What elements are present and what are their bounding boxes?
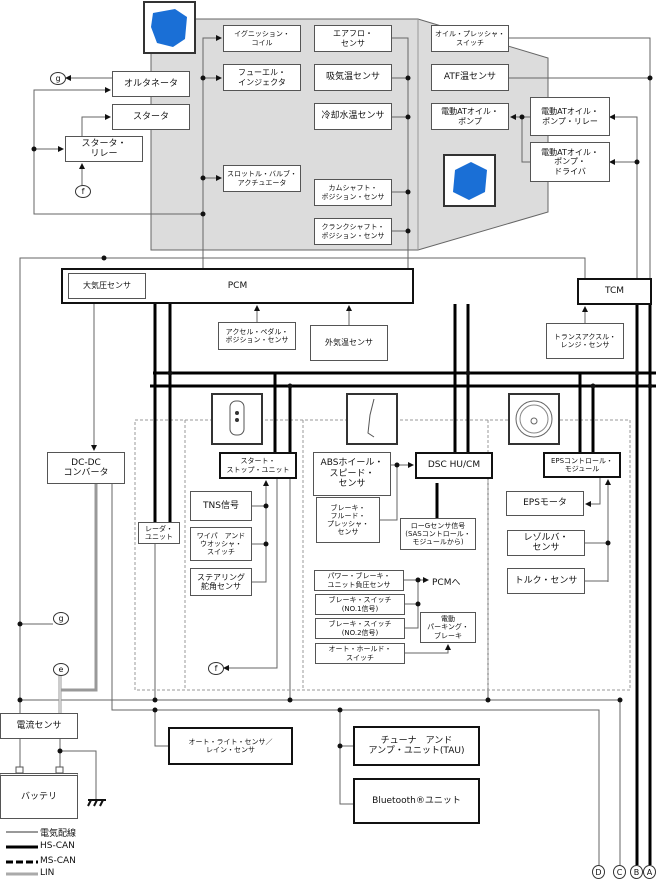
connector-c: C: [613, 865, 626, 879]
engine-area: [150, 18, 549, 251]
electric-parking-brake: 電動 パーキング・ ブレーキ: [420, 612, 476, 643]
auto-hold-switch: オート・ホールド・ スイッチ: [315, 643, 405, 664]
wiper-switch: ワイパ アンド ウオッシャ・ スイッチ: [190, 527, 252, 561]
legend-hs-can: HS-CAN: [40, 841, 75, 851]
intake-temp-sensor: 吸気温センサ: [314, 64, 392, 91]
pcm-label: PCM: [227, 280, 248, 291]
steering-wheel-image: [508, 393, 560, 445]
dsc-hu-cm: DSC HU/CM: [415, 452, 493, 479]
engine-image: [143, 1, 196, 54]
bluetooth-unit: Bluetooth®ユニット: [353, 778, 480, 824]
starter-relay: スタータ・ リレー: [65, 136, 143, 162]
tau-unit: チューナ アンド アンプ・ユニット(TAU): [353, 726, 480, 766]
connector-b: B: [630, 865, 643, 879]
radar-unit: レーダ・ ユニット: [138, 522, 180, 544]
connector-e: e: [53, 663, 69, 676]
electric-oil-pump: 電動ATオイル・ ポンプ: [431, 103, 509, 130]
transmission-image: [443, 154, 496, 207]
brake-switch-1: ブレーキ・スイッチ (NO.1信号): [315, 594, 405, 615]
hs-can-bus: [150, 304, 656, 865]
start-stop-unit: スタート・ ストップ・ユニット: [219, 452, 297, 479]
crankshaft-sensor: クランクシャフト・ ポジション・センサ: [314, 218, 392, 245]
atf-temp-sensor: ATF温センサ: [431, 64, 509, 91]
starter: スタータ: [112, 104, 190, 130]
oil-pump-relay: 電動ATオイル・ ポンプ・リレー: [530, 97, 610, 136]
brake-pedal-image: [346, 393, 398, 445]
brake-switch-2: ブレーキ・スイッチ (NO.2信号): [315, 618, 405, 639]
connector-f: f: [75, 185, 91, 198]
to-pcm-label: PCMへ: [432, 578, 461, 588]
connector-d: D: [592, 865, 605, 879]
oil-pressure-switch: オイル・プレッシャ・ スイッチ: [431, 25, 509, 52]
eps-control-module: EPSコントロール・ モジュール: [543, 452, 621, 478]
camshaft-sensor: カムシャフト・ ポジション・センサ: [314, 179, 392, 206]
oil-pump-driver: 電動ATオイル・ ポンプ・ ドライバ: [530, 142, 610, 182]
brake-fluid-sensor: ブレーキ・ フルード・ プレッシャ・ センサ: [316, 497, 380, 543]
smart-key-image: [211, 393, 263, 445]
transaxle-range-sensor: トランスアクスル・ レンジ・センサ: [546, 323, 624, 359]
legend-wire: 電気配線: [40, 829, 77, 839]
fuel-injector: フューエル・ インジェクタ: [223, 64, 301, 91]
airflow-sensor: エアフロ・ センサ: [314, 25, 392, 52]
accel-pedal-sensor: アクセル・ペダル・ ポジション・センサ: [218, 322, 296, 350]
throttle-actuator: スロットル・バルブ・ アクチュエータ: [223, 165, 301, 192]
abs-wheel-speed-sensor: ABSホイール・ スピード・ センサ: [313, 452, 391, 496]
ignition-coil: イグニッション・ コイル: [223, 25, 301, 52]
tcm: TCM: [577, 278, 652, 305]
baro-sensor: 大気圧センサ: [68, 273, 146, 299]
resolver-sensor: レゾルバ・ センサ: [507, 530, 585, 556]
junction-dots: [17, 75, 653, 754]
auto-light-rain-sensor: オート・ライト・センサ／ レイン・センサ: [168, 727, 293, 765]
ambient-temp-sensor: 外気温センサ: [310, 325, 388, 361]
alternator: オルタネータ: [112, 71, 190, 97]
connector-g: g: [50, 72, 66, 85]
tns-signal: TNS信号: [190, 491, 252, 521]
coolant-temp-sensor: 冷却水温センサ: [314, 103, 392, 130]
current-sensor: 電流センサ: [0, 713, 78, 739]
battery: バッテリ: [0, 773, 78, 819]
eps-motor: EPSモータ: [506, 491, 584, 516]
legend-ms-can: MS-CAN: [40, 856, 76, 866]
low-g-signal: ローGセンサ信号 (SASコントロール・ モジュールから): [400, 518, 476, 550]
legend-lin: LIN: [40, 868, 55, 878]
connector-a: A: [643, 865, 656, 879]
power-brake-sensor: パワー・ブレーキ・ ユニット負圧センサ: [314, 570, 404, 591]
steering-angle-sensor: ステアリング 舵角センサ: [190, 568, 252, 596]
ground-icon: [87, 799, 106, 807]
torque-sensor: トルク・センサ: [507, 568, 585, 594]
dcdc-converter: DC-DC コンバータ: [47, 452, 125, 484]
connector-f: f: [208, 662, 224, 675]
connector-g: g: [53, 612, 69, 625]
